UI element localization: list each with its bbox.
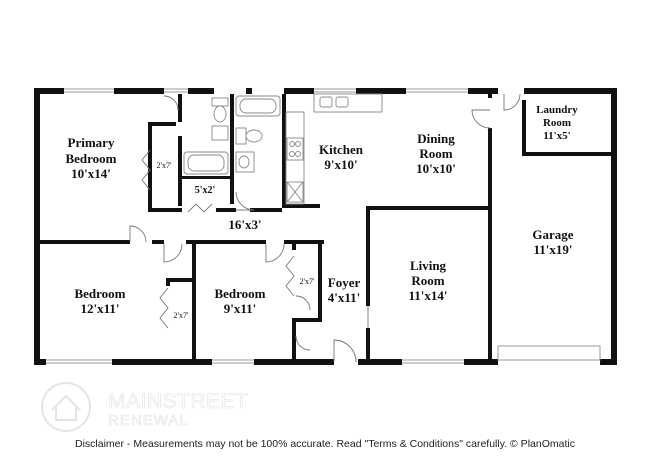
- toilet: [211, 97, 229, 107]
- bedroom-mid-name: Bedroom: [214, 286, 265, 301]
- living-size: 11'x14': [408, 288, 447, 303]
- logo-name: MAINSTREET: [108, 390, 249, 414]
- dining-size: 10'x10': [416, 161, 456, 176]
- fixtures: [183, 93, 383, 205]
- laundry-name-2: Room: [543, 117, 571, 129]
- kitchen-sink: [319, 96, 333, 108]
- foyer-name: Foyer: [328, 275, 361, 290]
- primary-closet-size: 2'x7': [157, 161, 172, 170]
- house-logo-icon: [41, 382, 91, 432]
- living-name-1: Living: [410, 258, 447, 273]
- laundry-size: 11'x5': [543, 130, 571, 142]
- primary-bedroom-name-2: Bedroom: [65, 151, 116, 166]
- bedroom-left-size: 12'x11': [80, 301, 119, 316]
- bath-closet-size: 5'x2': [195, 185, 216, 196]
- windows: [46, 88, 601, 364]
- primary-bedroom-size: 10'x14': [71, 166, 111, 181]
- doors: [129, 93, 521, 363]
- dining-name-2: Room: [419, 146, 452, 161]
- primary-bedroom-name-1: Primary: [68, 135, 115, 150]
- foyer-size: 4'x11': [328, 290, 361, 305]
- bedroom-left-name: Bedroom: [74, 286, 125, 301]
- mid-closet-size: 2'x7': [300, 277, 315, 286]
- kitchen-size: 9'x10': [324, 157, 357, 172]
- room-labels: Primary Bedroom 10'x14' 2'x7' 5'x2' 16'x…: [65, 104, 578, 320]
- sink: [211, 125, 229, 141]
- laundry-name-1: Laundry: [536, 104, 578, 116]
- living-name-2: Room: [411, 273, 444, 288]
- logo-subtitle: RENEWAL: [108, 412, 189, 430]
- garage-name: Garage: [532, 227, 573, 242]
- bedroom-mid-size: 9'x11': [224, 301, 257, 316]
- refrigerator: [286, 181, 304, 203]
- kitchen-name: Kitchen: [319, 142, 364, 157]
- bathtub-2: [235, 95, 281, 117]
- dining-name-1: Dining: [417, 131, 455, 146]
- kitchen-counter: [313, 93, 383, 113]
- brand-logo: MAINSTREET RENEWAL: [38, 380, 258, 434]
- stove: [286, 137, 304, 161]
- left-closet-size: 2'x7': [174, 311, 189, 320]
- hall-size: 16'x3': [228, 217, 261, 232]
- bathtub: [183, 151, 229, 175]
- disclaimer-text: Disclaimer - Measurements may not be 100…: [75, 438, 575, 450]
- walls: [34, 88, 617, 365]
- garage-size: 11'x19': [533, 242, 572, 257]
